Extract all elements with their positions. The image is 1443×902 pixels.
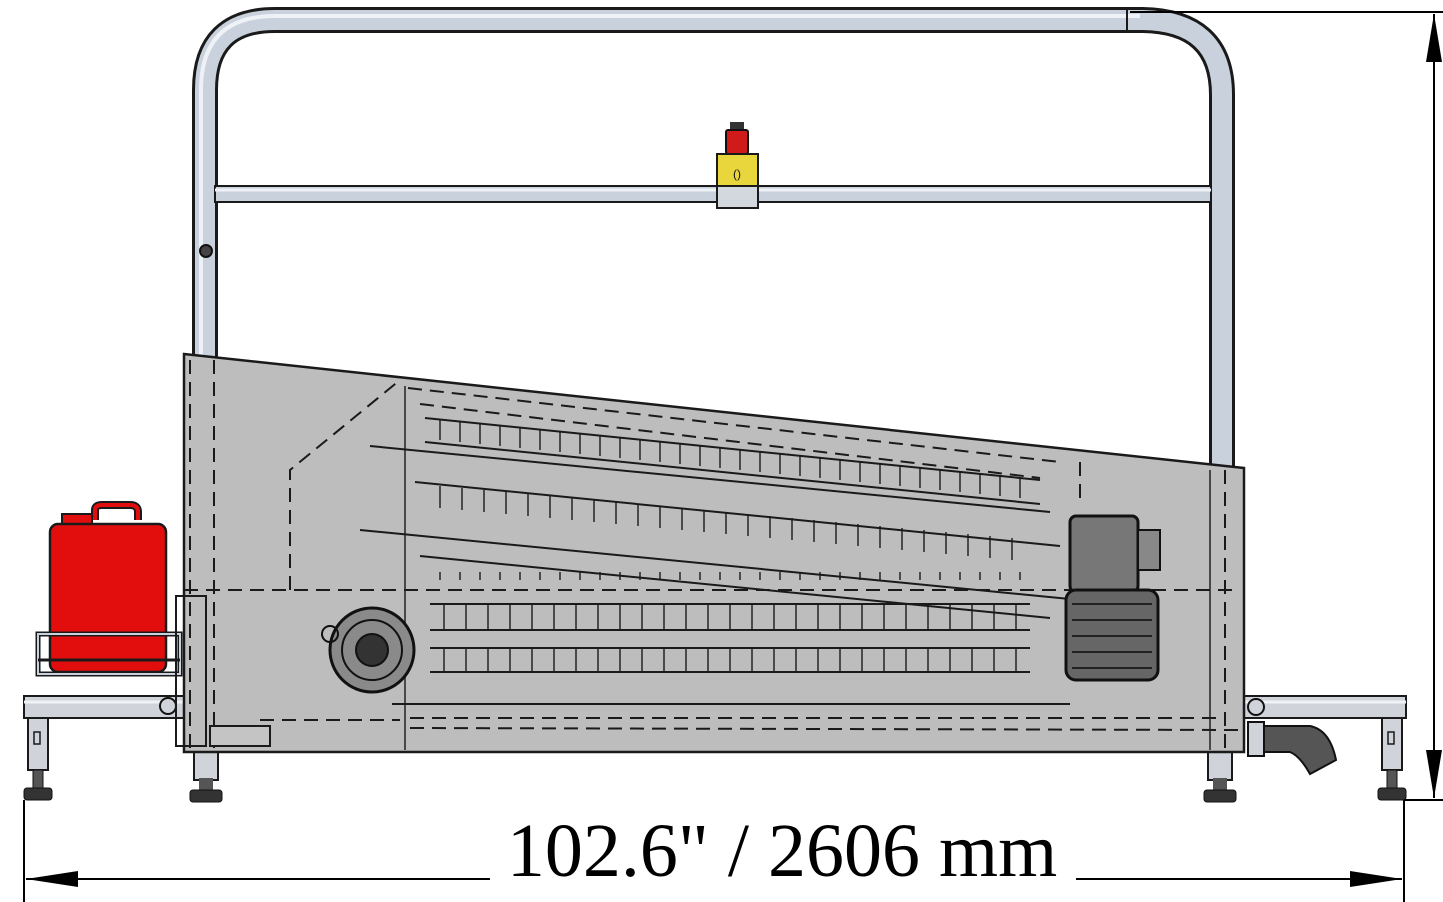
brush-roller-icon (359, 417, 1081, 619)
canister-icon (35, 501, 183, 677)
emergency-stop-icon: () (716, 122, 759, 209)
gear-motor-left-icon (321, 606, 416, 694)
motor-icon (1064, 514, 1161, 682)
left-fittings (159, 595, 271, 747)
lower-brush-roller-icon (392, 572, 1070, 705)
height-dimension (1130, 11, 1443, 801)
foot-right-outer (1377, 717, 1407, 801)
width-dimension-label: 102.6" / 2606 mm (507, 809, 1057, 893)
estop-symbol: () (733, 167, 741, 181)
drain-pipe-icon (1247, 698, 1338, 776)
handrail-frame (192, 7, 1235, 470)
foot-left-outer (23, 717, 53, 801)
width-dimension: 102.6" / 2606 mm (23, 800, 1405, 902)
